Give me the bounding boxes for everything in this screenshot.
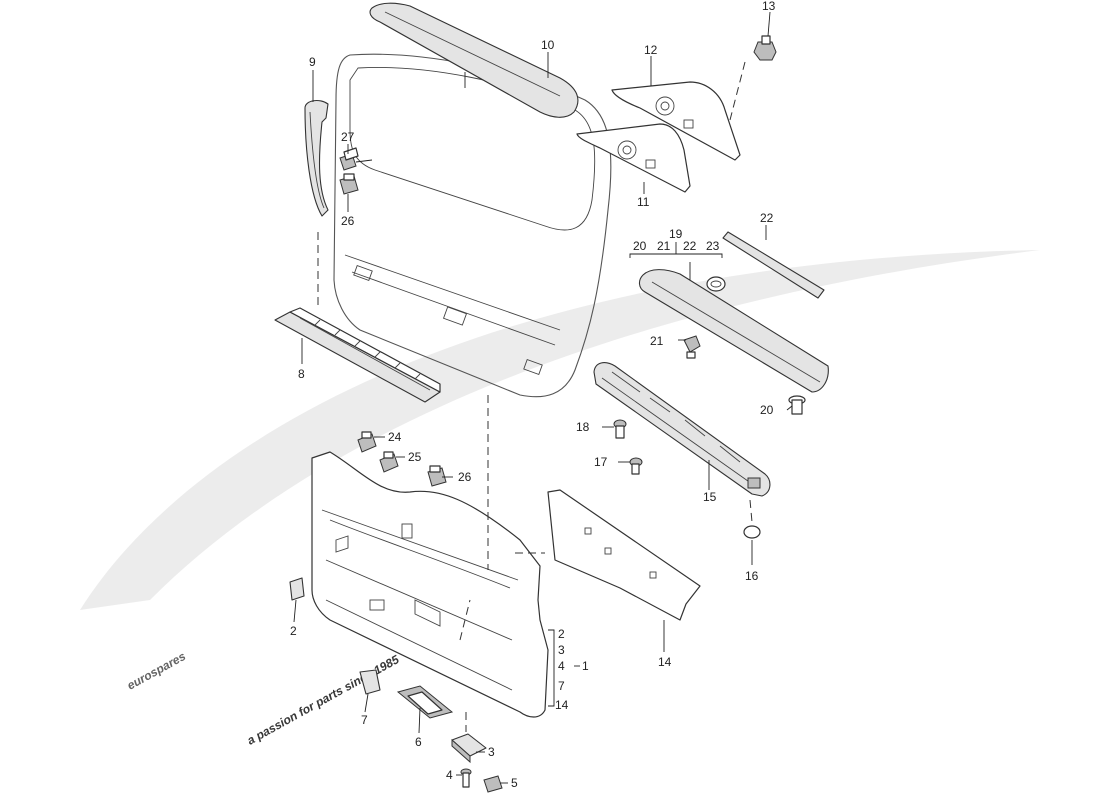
label-25: 25 <box>408 450 422 464</box>
leader-lines <box>293 11 793 784</box>
group1-4: 4 <box>558 659 565 673</box>
label-19: 19 <box>669 227 683 241</box>
label-7: 7 <box>361 713 368 727</box>
label-27: 27 <box>341 130 355 144</box>
part-20-plug <box>788 395 806 415</box>
part-17-bolt <box>629 457 643 475</box>
watermark-tagline: a passion for parts since 1985 <box>245 652 402 748</box>
part-2-clip <box>289 577 305 601</box>
group1-7: 7 <box>558 679 565 693</box>
part-26-clip-upper <box>339 173 359 195</box>
label-6: 6 <box>415 735 422 749</box>
callout-labels: 10 12 13 9 27 26 11 8 22 19 20 21 22 23 … <box>290 0 776 790</box>
part-8-sill-plate <box>274 307 441 403</box>
label-9: 9 <box>309 55 316 69</box>
label-17: 17 <box>594 455 608 469</box>
label-10: 10 <box>541 38 555 52</box>
part-22-seal <box>722 231 825 299</box>
label-16: 16 <box>745 569 759 583</box>
label-12: 12 <box>644 43 658 57</box>
group19-20: 20 <box>633 239 647 253</box>
part-3-bracket <box>451 712 487 764</box>
part-9-pillar-trim <box>304 99 329 217</box>
label-1: 1 <box>582 659 589 673</box>
label-18: 18 <box>576 420 590 434</box>
label-2: 2 <box>290 624 297 638</box>
part-25-clip <box>379 451 399 473</box>
part-24-clip <box>357 431 377 453</box>
part-1-tailgate-trim-panel <box>311 451 549 718</box>
group1-2: 2 <box>558 627 565 641</box>
label-4: 4 <box>446 768 453 782</box>
group1-3: 3 <box>558 643 565 657</box>
part-15-cross-rail <box>593 362 771 497</box>
part-14-insulation-pad <box>547 489 701 621</box>
part-4-screw <box>460 768 472 788</box>
label-14-pad: 14 <box>658 655 672 669</box>
part-13-clip <box>729 35 777 121</box>
label-24: 24 <box>388 430 402 444</box>
part-21-clip <box>683 335 701 359</box>
part-18-screw <box>613 419 627 439</box>
part-26-clip-lower <box>427 465 447 487</box>
part-10-roof-spoiler <box>369 2 579 118</box>
group19-22: 22 <box>683 239 697 253</box>
watermark-swoosh <box>80 250 1040 610</box>
part-16-grommet <box>743 499 761 539</box>
part-11-trim-cover <box>576 123 691 193</box>
part-12-lamp-cover <box>611 81 741 161</box>
watermark-brand: eurospares <box>125 649 189 693</box>
label-21: 21 <box>650 334 664 348</box>
label-13: 13 <box>762 0 776 13</box>
part-27-clip <box>339 147 373 171</box>
group1-14: 14 <box>555 698 569 712</box>
label-15: 15 <box>703 490 717 504</box>
part-5-clip <box>483 775 503 793</box>
label-11: 11 <box>637 195 650 209</box>
group19-23: 23 <box>706 239 720 253</box>
label-5: 5 <box>511 776 518 790</box>
part-7-cover-cap <box>359 669 381 695</box>
part-6-handle-recess <box>396 685 454 719</box>
label-20: 20 <box>760 403 774 417</box>
label-26-upper: 26 <box>341 214 355 228</box>
part-23-ring <box>706 276 726 292</box>
label-26-lower: 26 <box>458 470 472 484</box>
group19-21: 21 <box>657 239 671 253</box>
label-3: 3 <box>488 745 495 759</box>
label-22: 22 <box>760 211 774 225</box>
part-19-trim-strip <box>638 269 829 393</box>
label-8: 8 <box>298 367 305 381</box>
